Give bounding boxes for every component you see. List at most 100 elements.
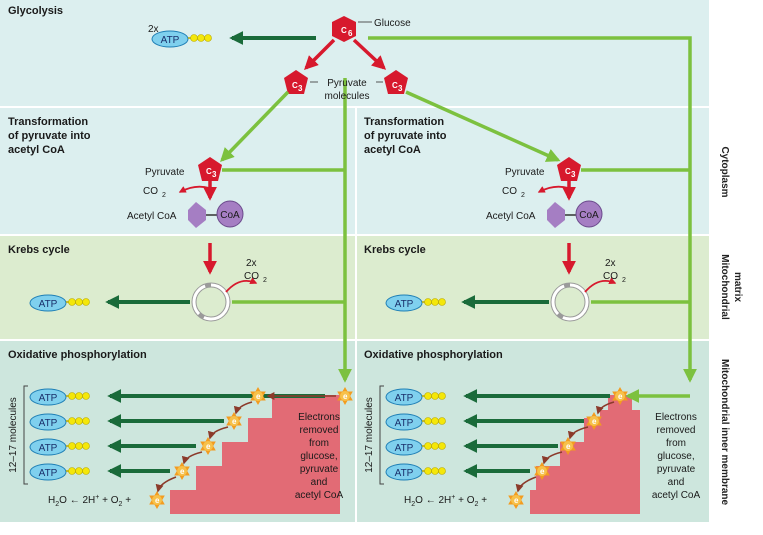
oxphos-left-atp-3-label: ATP [39,443,58,454]
electron-right-4-e: e [540,467,545,476]
transformation-label-right-line3: acetyl CoA [364,144,421,156]
electrons-text-right-4: glucose, [657,451,694,462]
pyruvate-molecules-line2: molecules [324,91,369,102]
krebs-label-left: Krebs cycle [8,244,70,256]
oxphos-left-atp-4-label: ATP [39,468,58,479]
c3-right-subscript: 3 [398,84,403,93]
electrons-text-left-5: pyruvate [300,464,339,475]
band-glycolysis [0,0,710,107]
oxphos-right-atp-3-label: ATP [395,443,414,454]
transformation-label-right-line2: of pyruvate into [364,130,447,142]
pyruvate-right-label: Pyruvate [505,167,545,178]
electrons-text-right-1: Electrons [655,412,697,423]
oxphos-right-atp-4-label: ATP [395,468,414,479]
pyruvate-right-c3-sub: 3 [571,170,576,179]
transformation-label-left-line3: acetyl CoA [8,144,65,156]
electrons-text-right-7: acetyl CoA [652,490,701,501]
acetyl-right-shape [547,202,565,228]
side-label-membrane: Mitochondrial inner membrane [719,359,730,506]
electron-right-2-e: e [592,417,597,426]
electron-left-3-e: e [232,417,237,426]
coa-right-circle [575,200,603,228]
electrons-text-left-2: removed [300,425,339,436]
oxphos-label-left: Oxidative phosphorylation [8,349,147,361]
oxphos-right-equation: H2O ← 2H+ + O2 + [404,494,487,508]
acetyl-coa-right-label: Acetyl CoA [486,211,536,222]
glycolysis-2x-label: 2x [148,24,159,35]
transformation-label-left-line1: Transformation [8,116,88,128]
coa-left-label: CoA [220,210,240,221]
oxphos-left-equation: H2O ← 2H+ + O2 + [48,494,131,508]
krebs-right-co2: CO [603,271,618,282]
glucose-c6-hexagon [332,16,356,42]
coa-left-circle [216,200,244,228]
glycolysis-section: ATP 2x C 6 Glucose C 3 C 3 Pyruvate mole… [148,16,697,383]
pyruvate-left-label: Pyruvate [145,167,185,178]
c3-left-label: C [292,81,298,90]
co2-left-sub: 2 [162,192,166,199]
electron-left-5-e: e [180,467,185,476]
glycolysis-label: Glycolysis [8,5,63,17]
electrons-text-left-7: acetyl CoA [295,490,344,501]
krebs-right-2x: 2x [605,258,616,269]
transformation-right: C 3 Pyruvate CO 2 CoA Acetyl CoA [486,157,690,228]
co2-left-label: CO [143,186,158,197]
pyruvate-c3-left [284,70,308,94]
transformation-label-right-line1: Transformation [364,116,444,128]
pyruvate-to-left-transform-arrow [220,90,290,163]
oxphos-left-atp-1-label: ATP [39,393,58,404]
acetyl-left-shape [188,202,206,228]
krebs-right: 2x CO 2 ATP [385,243,690,322]
co2-right-sub: 2 [521,192,525,199]
krebs-label-right: Krebs cycle [364,244,426,256]
side-label-cytoplasm: Cytoplasm [719,146,730,197]
electrons-text-right-2: removed [657,425,696,436]
krebs-left: 2x CO 2 ATP [29,243,345,322]
c6-subscript: 6 [348,29,353,38]
pyruvate-molecules-line1: Pyruvate [327,78,367,89]
co2-right-release-arrow [537,185,569,193]
krebs-right-atp-label: ATP [395,299,414,310]
pyruvate-right-c3: C [565,167,571,176]
electrons-text-left-3: from [309,438,329,449]
oxphos-label-right: Oxidative phosphorylation [364,349,503,361]
coa-right-label: CoA [579,210,599,221]
transformation-left: C 3 Pyruvate CO 2 CoA Acetyl CoA [127,157,345,228]
pyruvate-c3-right [384,70,408,94]
oxphos-right-atp-1-label: ATP [395,393,414,404]
acetyl-coa-left-label: Acetyl CoA [127,211,177,222]
electron-left-6-e: e [155,496,160,505]
c3-left-subscript: 3 [298,84,303,93]
electron-left-4-e: e [206,442,211,451]
oxphos-left: ATP ATP ATP ATP 12–17 molecules e e e e … [8,385,353,514]
side-label-matrix-line2: matrix [732,272,743,302]
oxphos-right-molecules-label: 12–17 molecules [364,397,375,473]
electron-right-1-e: e [618,392,623,401]
oxphos-left-atp-2-label: ATP [39,418,58,429]
c3-right-label: C [392,81,398,90]
glucose-split-arrow-left [304,38,336,70]
electrons-text-left-1: Electrons [298,412,340,423]
oxphos-left-staircase [170,395,340,514]
krebs-right-co2-sub: 2 [622,277,626,284]
glucose-label: Glucose [374,18,411,29]
glycolysis-atp-label: ATP [161,35,180,46]
krebs-left-co2-arrow [225,277,258,293]
glucose-to-right-oxphos-arrow [368,36,697,383]
electrons-text-right-6: and [668,477,685,488]
c6-label: C [341,26,347,35]
electron-right-5-e: e [514,496,519,505]
electrons-text-left-6: and [311,477,328,488]
krebs-left-co2-sub: 2 [263,277,267,284]
oxphos-right: ATP ATP ATP ATP 12–17 molecules e e e e … [364,385,701,514]
co2-left-release-arrow [178,185,210,193]
electrons-text-right-3: from [666,438,686,449]
krebs-left-co2: CO [244,271,259,282]
oxphos-left-molecules-label: 12–17 molecules [8,397,19,473]
krebs-right-co2-arrow [584,277,617,293]
electrons-text-left-4: glucose, [300,451,337,462]
electron-right-3-e: e [566,442,571,451]
krebs-left-2x: 2x [246,258,257,269]
pyruvate-to-right-transform-arrow [405,90,561,162]
